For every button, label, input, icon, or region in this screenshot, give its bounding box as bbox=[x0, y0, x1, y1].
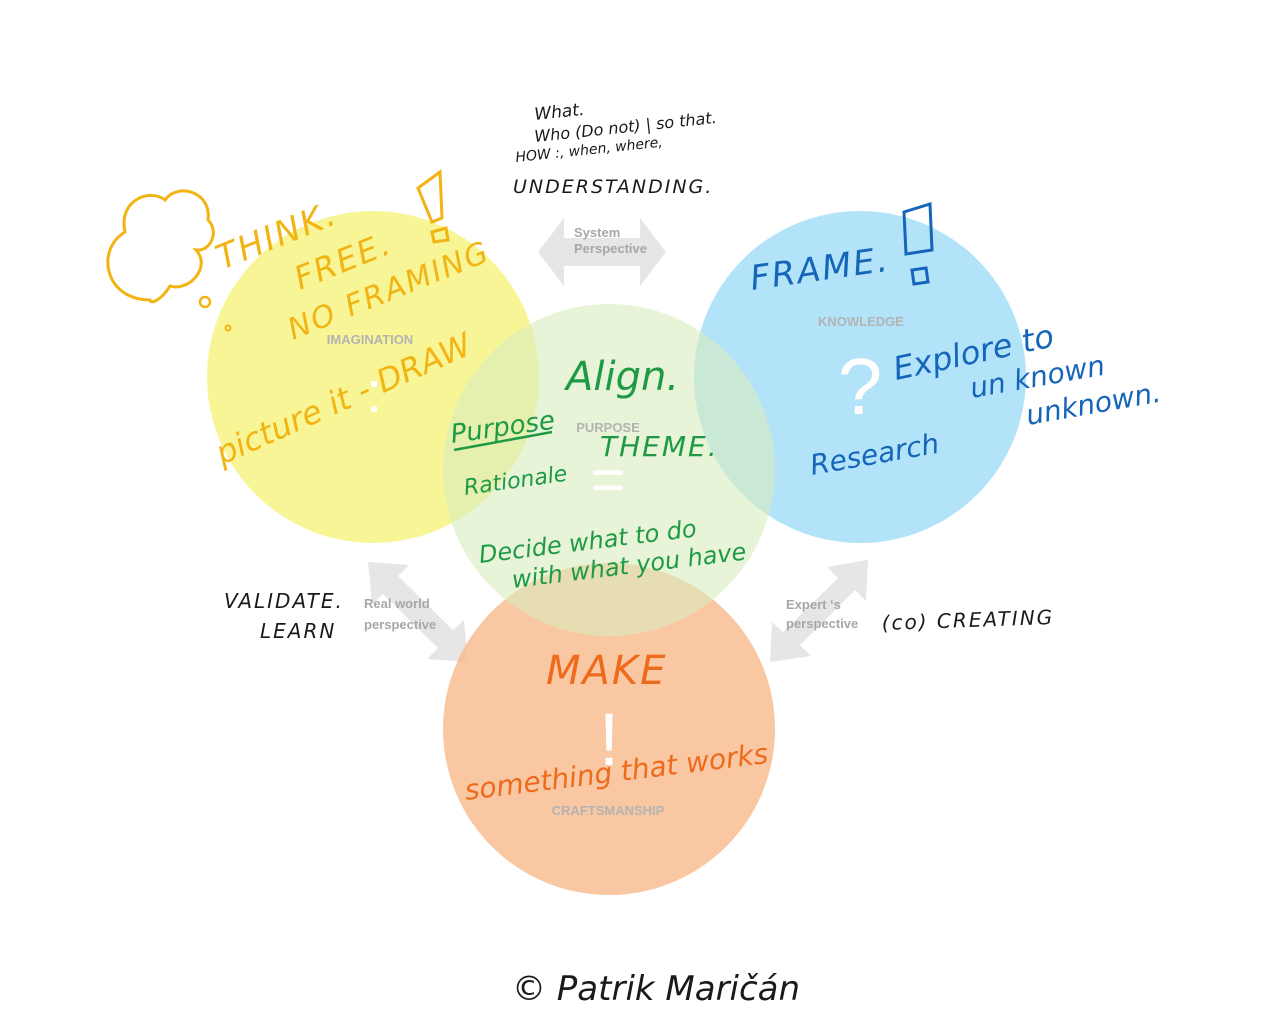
craftsmanship-label: CRAFTSMANSHIP bbox=[552, 803, 665, 818]
thought-bubble-small bbox=[224, 324, 232, 332]
exclamation-mark-icon bbox=[416, 169, 450, 244]
knowledge-circle bbox=[694, 211, 1026, 543]
knowledge-label: KNOWLEDGE bbox=[818, 314, 904, 329]
expert-perspective-line1: Expert ‘s bbox=[786, 597, 841, 612]
real-world-perspective-line2: perspective bbox=[364, 617, 436, 632]
purpose-label: PURPOSE bbox=[576, 420, 640, 435]
top-note-line1: What. bbox=[533, 100, 585, 125]
imagination-label: IMAGINATION bbox=[327, 332, 413, 347]
equals-symbol: = bbox=[590, 446, 625, 513]
craftsmanship-circle bbox=[443, 563, 775, 895]
signature: © Patrik Maričán bbox=[512, 969, 800, 1009]
learn-text: LEARN bbox=[260, 619, 336, 643]
co-creating-text: (co) CREATING bbox=[881, 605, 1054, 635]
expert-perspective-line2: perspective bbox=[786, 616, 858, 631]
purpose-circle bbox=[443, 304, 775, 636]
thought-bubble-large bbox=[198, 295, 212, 309]
question-mark-symbol: ? bbox=[838, 342, 883, 431]
colon-symbol: : bbox=[366, 360, 382, 425]
theme-text: THEME. bbox=[600, 430, 719, 463]
exclamation-symbol: ! bbox=[599, 698, 620, 781]
purpose-underline bbox=[453, 430, 553, 452]
validate-text: VALIDATE. bbox=[224, 589, 344, 613]
frame-exclamation-icon bbox=[902, 201, 934, 286]
make-text: MAKE bbox=[546, 648, 667, 694]
align-text: Align. bbox=[563, 354, 679, 400]
system-perspective-line2: Perspective bbox=[574, 241, 647, 256]
real-world-perspective-line1: Real world bbox=[364, 596, 430, 611]
thought-cloud-icon bbox=[106, 189, 215, 304]
system-perspective-arrow bbox=[538, 218, 666, 286]
real-world-perspective-arrow bbox=[368, 562, 468, 662]
top-note: What. Who (Do not) | so that. HOW :, whe… bbox=[513, 100, 717, 198]
top-note-line4: UNDERSTANDING. bbox=[513, 176, 713, 198]
system-perspective-line1: System bbox=[574, 225, 620, 240]
expert-perspective-arrow bbox=[770, 560, 868, 662]
